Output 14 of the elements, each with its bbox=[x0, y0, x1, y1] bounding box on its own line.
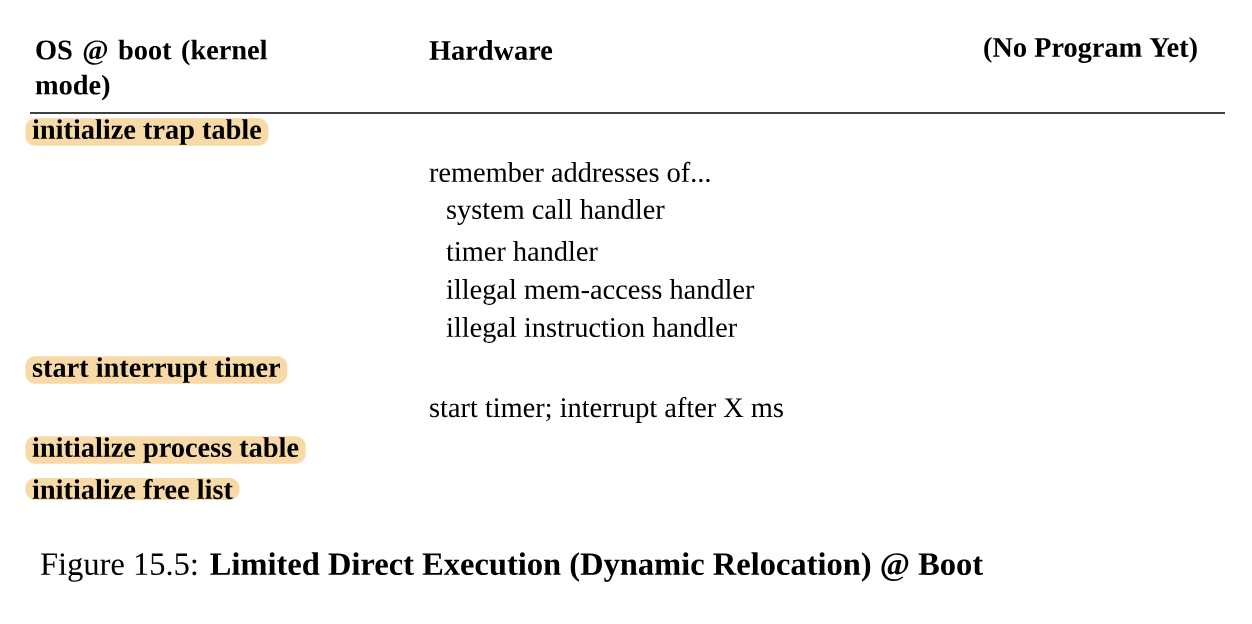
column-header: Hardware bbox=[429, 40, 553, 60]
table-text: illegal instruction handler bbox=[446, 317, 737, 343]
highlighted-step: initialize trap table bbox=[25, 118, 269, 146]
caption: Figure 15.5: Limited Direct Execution (Dynamic Relocation) @ Boot bbox=[40, 552, 983, 582]
table-text: illegal mem-access handler bbox=[446, 279, 755, 305]
highlighted-step: initialize free list bbox=[25, 478, 240, 500]
highlighted-step: start interrupt timer bbox=[25, 356, 288, 384]
table-text: system call handler bbox=[447, 199, 665, 225]
column-header: (No Program Yet) bbox=[984, 37, 1197, 63]
highlighted-step: initialize process table bbox=[25, 436, 306, 464]
table-text: remember addresses of... bbox=[429, 161, 710, 183]
table-text: start timer; interrupt after X ms bbox=[430, 397, 783, 423]
table-text: timer handler bbox=[446, 241, 598, 261]
column-header: OS @ boot (kernel mode) bbox=[35, 39, 268, 101]
